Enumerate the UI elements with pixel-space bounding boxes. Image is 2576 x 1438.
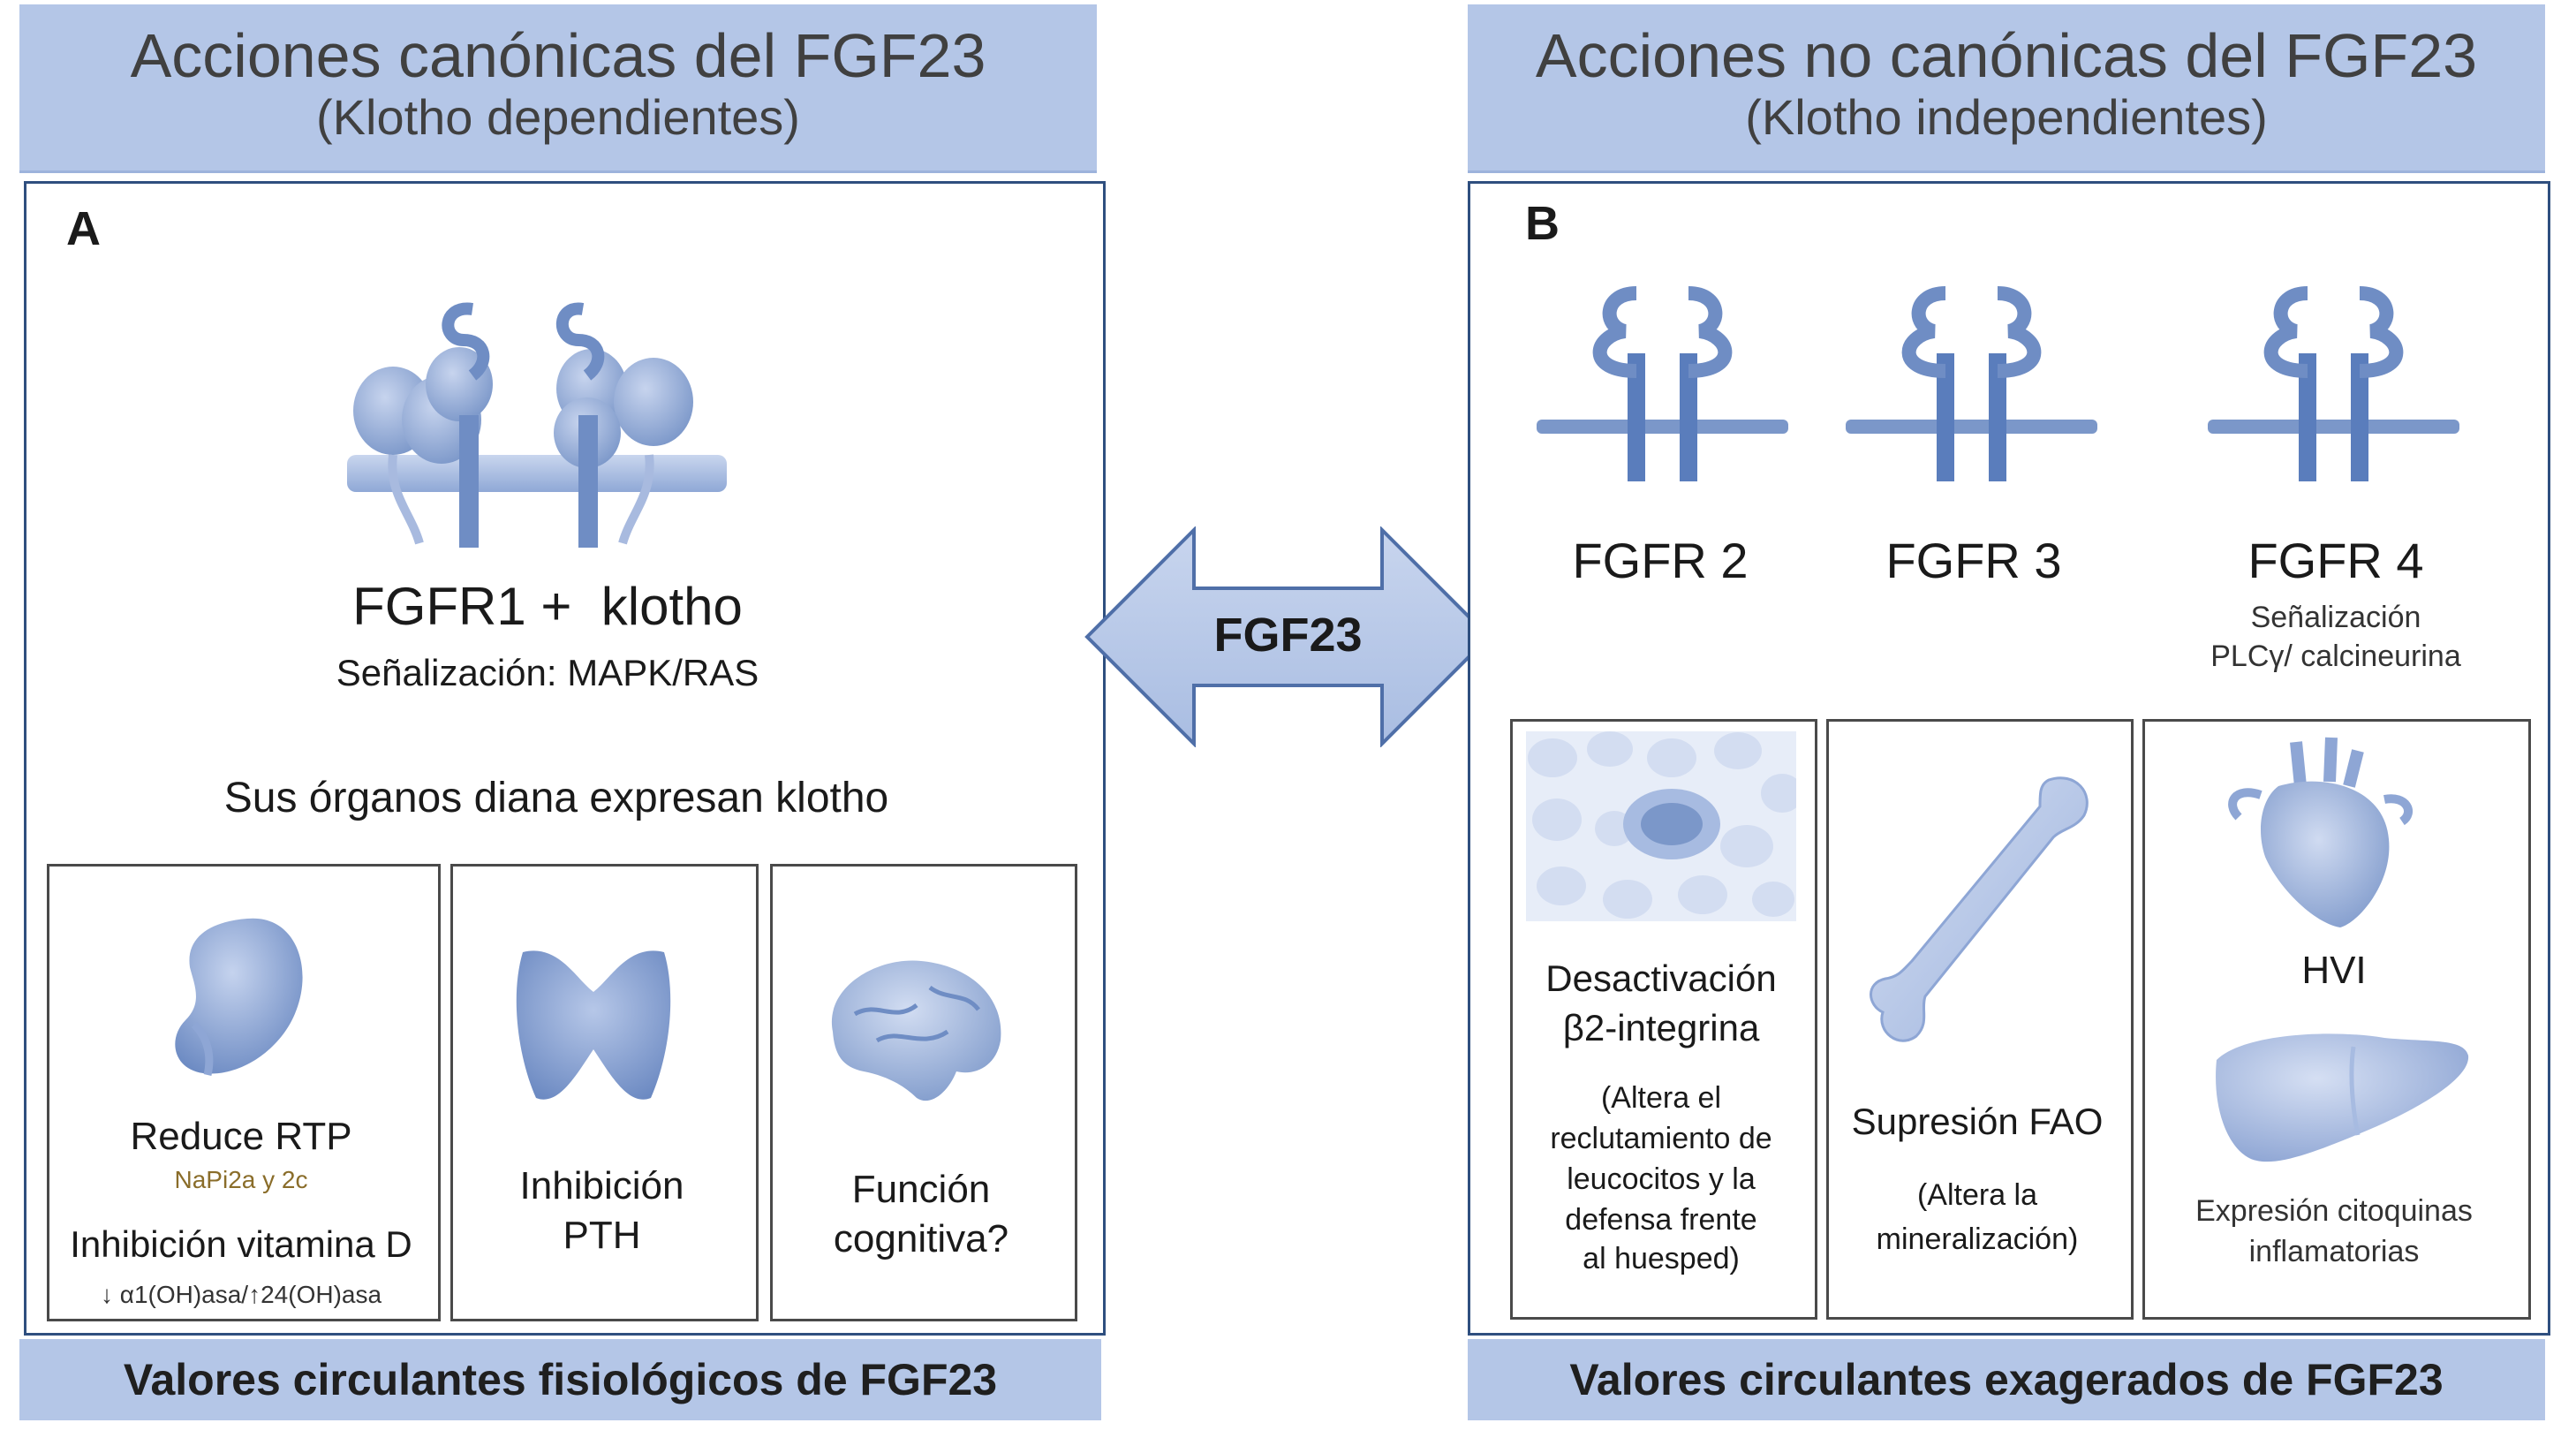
right-header-title: Acciones no canónicas del FGF23: [1535, 21, 2478, 90]
parathyroid-icon: [516, 950, 671, 1100]
parathyroid-line-2: PTH: [563, 1214, 641, 1257]
right-signaling-line-2: PLCγ/ calcineurina: [2210, 640, 2461, 673]
panel-b-letter: B: [1525, 197, 1560, 250]
leukocyte-title-1: Desactivación: [1545, 957, 1777, 999]
kidney-subtitle: NaPi2a y 2c: [174, 1166, 308, 1193]
heart-title: HVI: [2301, 949, 2367, 992]
fgf23-arrow-label: FGF23: [1213, 609, 1363, 662]
right-footer: Valores circulantes exagerados de FGF23: [1468, 1339, 2545, 1420]
kidney-title: Reduce RTP: [130, 1115, 352, 1158]
arrow-down-icon: ↓: [100, 1281, 113, 1308]
kidney-enzymes: ↓ α1(OH)asa/↑24(OH)asa: [47, 1281, 435, 1309]
fgfr3-receptor-icon: [1846, 286, 2097, 481]
liver-icon: [2216, 1033, 2469, 1162]
leukocyte-desc-4: defensa frente: [1565, 1203, 1757, 1237]
bone-desc-1: (Altera la: [1916, 1178, 2038, 1212]
fgfr3-label: FGFR 3: [1885, 533, 2062, 588]
targets-express-klotho-text: Sus órganos diana expresan klotho: [223, 775, 889, 821]
kidney-icon: [175, 918, 303, 1076]
right-header: Acciones no canónicas del FGF23 (Klotho …: [1468, 4, 2545, 173]
blood-cells-icon: [1526, 731, 1796, 921]
left-signaling-label: Señalización: MAPK/RAS: [336, 652, 759, 693]
parathyroid-line-1: Inhibición: [519, 1164, 684, 1207]
left-footer: Valores circulantes fisiológicos de FGF2…: [19, 1339, 1101, 1420]
parathyroid-cell: [450, 864, 759, 1321]
brain-line-2: cognitiva?: [833, 1217, 1009, 1260]
fgfr1-klotho-receptor-icon: [347, 302, 727, 548]
kidney-enzyme-2: 24(OH)asa: [261, 1281, 382, 1308]
fgfr2-label: FGFR 2: [1572, 533, 1749, 588]
leukocyte-desc-2: reclutamiento de: [1550, 1122, 1772, 1155]
panel-a-letter: A: [66, 202, 101, 255]
fgfr4-receptor-icon: [2208, 286, 2459, 481]
left-header-title: Acciones canónicas del FGF23: [130, 21, 986, 90]
arrow-up-icon: ↑: [248, 1281, 261, 1308]
right-signaling-line-1: Señalización: [2250, 601, 2421, 634]
heart-icon: [2228, 737, 2413, 927]
leukocyte-desc-3: leucocitos y la: [1567, 1162, 1756, 1196]
brain-line-1: Función: [851, 1168, 991, 1211]
kidney-title-2: Inhibición vitamina D: [70, 1223, 412, 1265]
leukocyte-desc-5: al huesped): [1583, 1242, 1740, 1275]
cytokines-desc-2: inflamatorias: [2248, 1235, 2420, 1268]
bone-icon: [1870, 776, 2089, 1042]
cytokines-desc-1: Expresión citoquinas: [2195, 1194, 2473, 1228]
leukocyte-desc-1: (Altera el: [1600, 1081, 1722, 1115]
brain-icon: [831, 960, 1001, 1101]
left-header-subtitle: (Klotho dependientes): [316, 89, 800, 145]
right-header-subtitle: (Klotho independientes): [1745, 89, 2268, 145]
bone-desc-2: mineralización): [1876, 1222, 2079, 1256]
fgfr2-receptor-icon: [1537, 286, 1788, 481]
left-header: Acciones canónicas del FGF23 (Klotho dep…: [19, 4, 1097, 173]
leukocyte-title-2: β2-integrina: [1562, 1007, 1760, 1048]
bone-title: Supresión FAO: [1851, 1101, 2104, 1142]
kidney-enzyme-1: α1(OH)asa/: [119, 1281, 249, 1308]
fgfr1-klotho-label: FGFR1 + klotho: [352, 577, 743, 636]
fgfr4-label: FGFR 4: [2247, 533, 2424, 588]
